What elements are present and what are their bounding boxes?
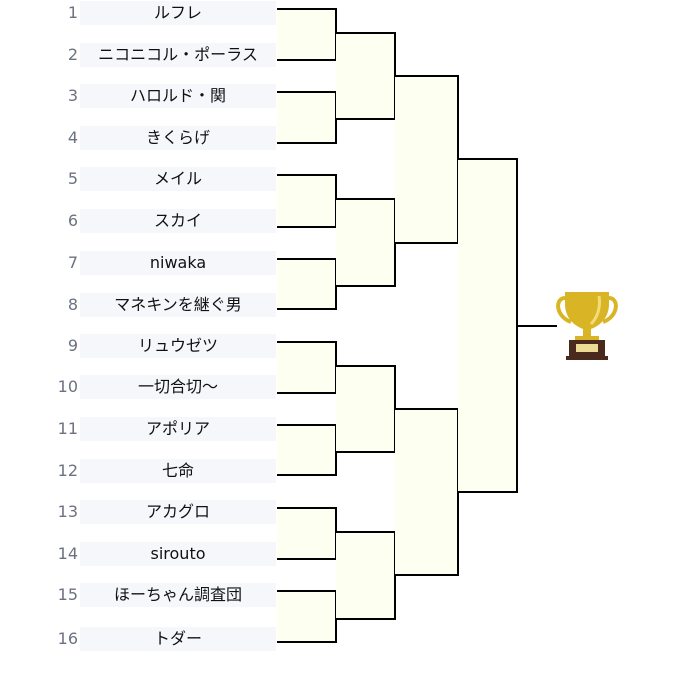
seed-number: 2 <box>67 45 78 64</box>
match-bracket-round-3 <box>395 75 459 244</box>
match-bracket-round-1 <box>277 424 337 476</box>
entrant-name[interactable]: トダー <box>80 627 276 651</box>
entrant-name[interactable]: sirouto <box>80 542 276 566</box>
seed-number: 10 <box>57 377 78 396</box>
entrant-name[interactable]: アカグロ <box>80 500 276 524</box>
final-connector-line <box>517 325 557 327</box>
entrant-name[interactable]: ハロルド・関 <box>80 84 276 108</box>
seed-number: 11 <box>57 419 78 438</box>
seed-number: 7 <box>67 253 78 272</box>
entrant-name[interactable]: マネキンを継ぐ男 <box>80 293 276 317</box>
entrant-name[interactable]: リュウゼツ <box>80 334 276 358</box>
seed-number: 8 <box>67 295 78 314</box>
trophy-icon <box>555 290 619 362</box>
match-bracket-round-4 <box>458 158 518 493</box>
seed-number: 3 <box>67 86 78 105</box>
seed-number: 16 <box>57 629 78 648</box>
seed-number: 9 <box>67 336 78 355</box>
seed-number: 15 <box>57 585 78 604</box>
seed-number: 4 <box>67 128 78 147</box>
match-bracket-round-1 <box>277 174 337 228</box>
match-bracket-round-2 <box>336 531 396 620</box>
match-bracket-round-2 <box>336 32 396 120</box>
match-bracket-round-3 <box>395 408 459 576</box>
entrant-name[interactable]: niwaka <box>80 251 276 275</box>
entrant-name[interactable]: スカイ <box>80 209 276 233</box>
entrant-name[interactable]: ほーちゃん調査団 <box>80 583 276 607</box>
match-bracket-round-1 <box>277 507 337 560</box>
entrant-name[interactable]: きくらげ <box>80 126 276 150</box>
entrant-name[interactable]: 一切合切〜 <box>80 375 276 399</box>
entrant-name[interactable]: ニコニコル・ポーラス <box>80 43 276 67</box>
match-bracket-round-1 <box>277 8 337 61</box>
match-bracket-round-1 <box>277 590 337 643</box>
entrant-name[interactable]: 七命 <box>80 459 276 483</box>
entrant-name[interactable]: アポリア <box>80 417 276 441</box>
match-bracket-round-1 <box>277 91 337 144</box>
entrant-name[interactable]: メイル <box>80 167 276 191</box>
seed-number: 5 <box>67 169 78 188</box>
seed-number: 12 <box>57 461 78 480</box>
match-bracket-round-1 <box>277 258 337 310</box>
match-bracket-round-2 <box>336 198 396 287</box>
seed-number: 6 <box>67 211 78 230</box>
entrant-name[interactable]: ルフレ <box>80 1 276 25</box>
match-bracket-round-2 <box>336 365 396 453</box>
match-bracket-round-1 <box>277 341 337 394</box>
seed-number: 1 <box>67 3 78 22</box>
seed-number: 13 <box>57 502 78 521</box>
seed-number: 14 <box>57 544 78 563</box>
